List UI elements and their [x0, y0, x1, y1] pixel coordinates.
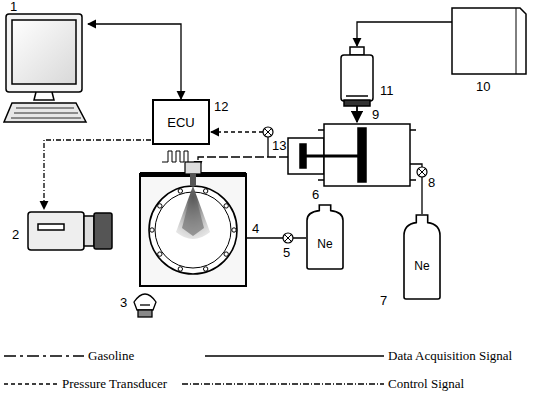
fuel-line [356, 106, 358, 122]
tube [267, 137, 268, 157]
computer [4, 14, 86, 122]
combustion-chamber [140, 162, 246, 286]
valve [417, 167, 427, 177]
pump [341, 47, 373, 106]
legend-sample [182, 383, 384, 384]
bolt [203, 267, 207, 271]
pressure-line [211, 131, 263, 132]
control-unit: ECU [152, 99, 210, 145]
gas-bottle: Ne [306, 204, 344, 270]
data-line [88, 24, 181, 99]
bolt [232, 228, 236, 232]
valve [283, 233, 293, 243]
callout-number: 11 [380, 84, 394, 98]
callout-number: 5 [283, 246, 290, 260]
bolt [150, 228, 154, 232]
bolt [224, 204, 228, 208]
tube [246, 237, 306, 238]
node-text: Ne [317, 237, 332, 251]
legend-sample [4, 383, 58, 384]
bolt [178, 267, 182, 271]
callout-number: 12 [214, 100, 228, 114]
fuel-tank [452, 8, 526, 74]
fuel-line [357, 22, 452, 46]
legend-sample [205, 355, 384, 356]
callout-number: 10 [476, 80, 490, 94]
callout-number: 8 [428, 176, 435, 190]
callout-number: 9 [372, 108, 379, 122]
legend-text: Control Signal [388, 376, 464, 391]
gas-bottle: Ne [403, 214, 441, 300]
valve [263, 127, 273, 137]
legend-text: Pressure Transducer [62, 376, 167, 391]
pulse-signal [162, 151, 188, 162]
gasoline-line [198, 157, 288, 169]
node-text: Ne [414, 259, 429, 273]
callout-number: 2 [12, 228, 19, 242]
control-line [44, 140, 151, 209]
callout-number: 4 [252, 222, 259, 236]
camera [28, 212, 112, 250]
callout-number: 13 [272, 139, 286, 153]
intensifier [288, 124, 416, 186]
legend-text: Gasoline [88, 348, 134, 363]
bolt [203, 189, 207, 193]
legend-sample [4, 355, 84, 356]
bottle-outline [403, 214, 441, 300]
node-text: ECU [167, 115, 194, 130]
bolt [158, 252, 162, 256]
bolt [178, 189, 182, 193]
bolt [224, 252, 228, 256]
bolt [158, 204, 162, 208]
callout-number: 7 [380, 294, 387, 308]
legend-text: Data Acquisition Signal [388, 348, 512, 363]
light-source [134, 294, 156, 317]
callout-number: 1 [10, 0, 17, 14]
callout-number: 6 [312, 188, 319, 202]
callout-number: 3 [120, 296, 127, 310]
